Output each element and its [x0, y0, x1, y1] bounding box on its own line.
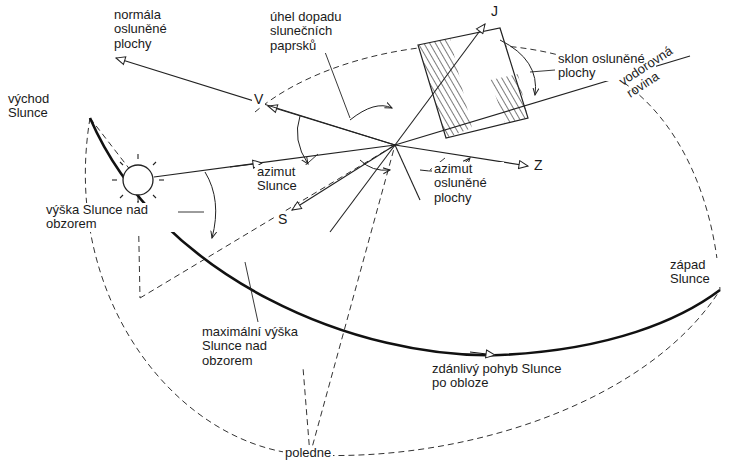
callout-label: úhel dopadu slunečních paprsků: [268, 10, 364, 53]
direction-letter: Z: [532, 158, 545, 173]
callout-label: normála osluněné plochy: [112, 8, 194, 51]
callout-label: azimut osluněné plochy: [432, 162, 504, 205]
callout-label: východ Slunce: [6, 92, 70, 121]
callout-label: západ Slunce: [668, 258, 736, 287]
callout-label: zdánlivý pohyb Slunce po obloze: [430, 362, 574, 391]
callout-label: maximální výška Slunce nad obzorem: [200, 325, 322, 368]
direction-letter: S: [276, 212, 289, 227]
callout-label: poledne: [283, 446, 333, 460]
plane-label: vodorovná rovina: [615, 37, 694, 102]
direction-letter: J: [489, 4, 500, 19]
callout-label: azimut Slunce: [255, 165, 311, 194]
direction-letter: V: [252, 92, 265, 107]
callout-label: výška Slunce nad obzorem: [44, 203, 178, 232]
